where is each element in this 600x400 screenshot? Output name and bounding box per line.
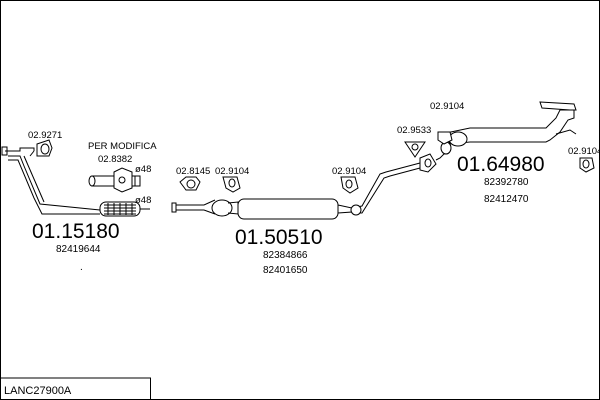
modification-note: PER MODIFICA — [88, 141, 157, 152]
stray-mark: . — [80, 262, 83, 273]
accessory-label-hanger-1: 02.9104 — [215, 166, 249, 177]
diameter-label-upper: ø48 — [135, 164, 151, 175]
front-pipe-drawing — [1, 139, 150, 217]
accessory-label-hanger-3: 02.9104 — [430, 101, 464, 112]
accessory-label-hanger-2: 02.9104 — [332, 166, 366, 177]
part-number-front: 01.15180 — [32, 220, 120, 243]
part-number-rear: 01.64980 — [457, 153, 545, 176]
accessory-label-flange: 02.9533 — [397, 125, 431, 136]
ref-rear-2: 82412470 — [484, 194, 529, 205]
diagram-code: LANC27900A — [4, 385, 72, 397]
ref-middle-1: 82384866 — [263, 250, 308, 261]
accessory-label-hanger-4: 02.9104 — [568, 146, 600, 157]
middle-silencer-drawing — [171, 141, 437, 220]
accessory-label-gasket: 02.9271 — [28, 130, 62, 141]
accessory-label-clamp: 02.8145 — [176, 166, 210, 177]
part-number-middle: 01.50510 — [235, 226, 323, 249]
diameter-label-lower: ø48 — [135, 195, 151, 206]
accessory-label-mod-pipe: 02.8382 — [98, 154, 132, 165]
ref-front-1: 82419644 — [56, 244, 101, 255]
ref-middle-2: 82401650 — [263, 265, 308, 276]
rear-silencer-drawing — [435, 101, 595, 173]
ref-rear-1: 82392780 — [484, 177, 529, 188]
